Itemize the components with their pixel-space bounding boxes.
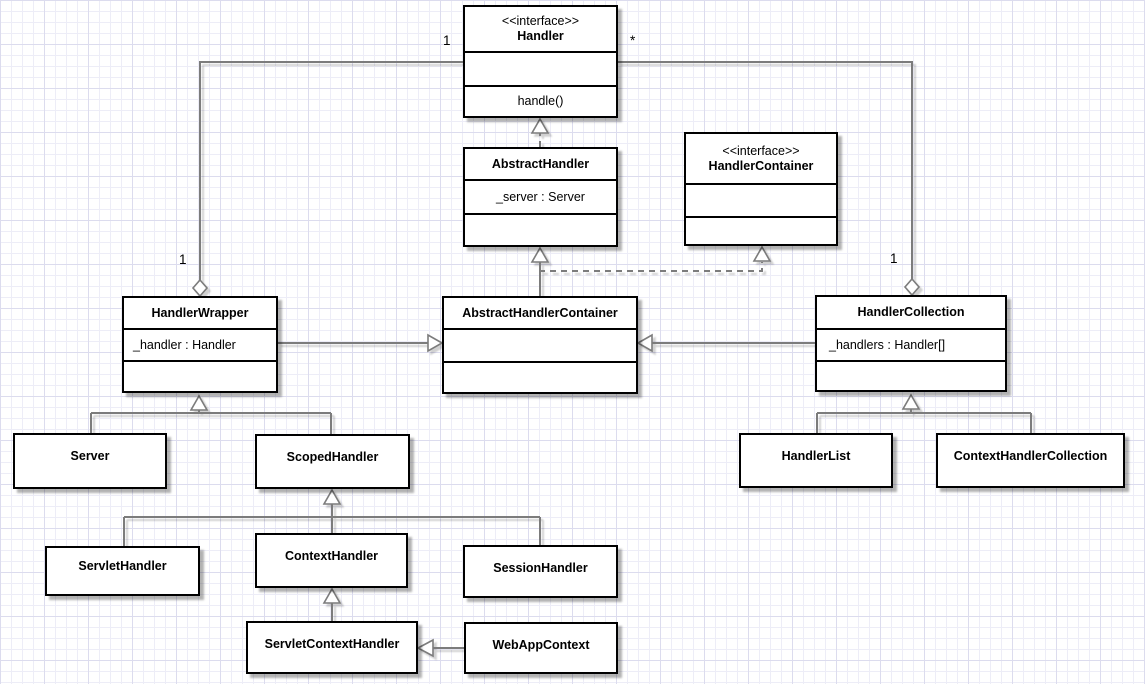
class-box-contexthandler[interactable]: ContextHandler (255, 533, 408, 588)
edge-realization-abstracthandler-handler[interactable] (530, 117, 550, 147)
class-title-compartment: WebAppContext (466, 624, 616, 672)
edge-realization-abstracthandlercontainer-handlercontainer[interactable] (539, 245, 772, 294)
class-methods-compartment (817, 360, 1005, 390)
class-name: ContextHandler (284, 549, 379, 563)
edge-generalization-handlerlist-chc-to-handlercollection[interactable] (816, 393, 1032, 433)
class-box-server[interactable]: Server (13, 433, 167, 489)
class-name: AbstractHandler (491, 156, 590, 171)
class-box-servlethandler[interactable]: ServletHandler (45, 546, 200, 596)
class-box-handlercontainer[interactable]: <<interface>> HandlerContainer (684, 132, 838, 246)
class-title-compartment: ServletContextHandler (248, 623, 416, 672)
edge-generalization-children-to-scopedhandler[interactable] (123, 488, 541, 546)
aggregation-diamond-icon (191, 278, 209, 298)
class-title-compartment: HandlerWrapper (124, 298, 276, 328)
class-title-compartment: <<interface>> Handler (465, 7, 616, 51)
class-name: ContextHandlerCollection (953, 449, 1108, 463)
class-attribute: _handlers : Handler[] (829, 337, 946, 352)
generalization-triangle-icon (322, 488, 342, 505)
class-name: AbstractHandlerContainer (462, 305, 618, 320)
class-box-handlerlist[interactable]: HandlerList (739, 433, 893, 488)
class-title-compartment: Server (15, 435, 165, 487)
class-methods-compartment: handle() (465, 85, 616, 116)
edge-generalization-server-scopedhandler-to-handlerwrapper[interactable] (90, 394, 332, 434)
class-box-servletcontexthandler[interactable]: ServletContextHandler (246, 621, 418, 674)
class-title-compartment: AbstractHandler (465, 149, 616, 179)
class-box-handlercollection[interactable]: HandlerCollection _handlers : Handler[] (815, 295, 1007, 392)
class-name: WebAppContext (492, 638, 590, 652)
class-name: ServletHandler (78, 559, 167, 573)
generalization-triangle-icon (189, 394, 209, 411)
class-name: ServletContextHandler (264, 637, 400, 651)
generalization-triangle-icon (636, 333, 653, 353)
class-name: HandlerWrapper (151, 305, 249, 320)
class-attributes-compartment (465, 51, 616, 85)
class-box-scopedhandler[interactable]: ScopedHandler (255, 434, 410, 489)
class-name: Server (70, 449, 110, 463)
generalization-triangle-icon (427, 333, 444, 353)
class-title-compartment: ScopedHandler (257, 436, 408, 487)
class-title-compartment: AbstractHandlerContainer (444, 298, 636, 328)
multiplicity-label-handler-left: 1 (443, 33, 451, 48)
class-box-webappcontext[interactable]: WebAppContext (464, 622, 618, 674)
class-name: HandlerCollection (857, 305, 965, 319)
edge-generalization-servletcontexthandler-contexthandler[interactable] (322, 587, 342, 621)
class-box-contexthandlercollection[interactable]: ContextHandlerCollection (936, 433, 1125, 488)
edge-generalization-abstracthandlercontainer-abstracthandler[interactable] (530, 246, 550, 296)
class-attribute: _handler : Handler (133, 337, 236, 352)
class-title-compartment: <<interface>> HandlerContainer (686, 134, 836, 183)
class-stereotype: <<interface>> (501, 14, 580, 28)
generalization-triangle-icon (752, 245, 772, 262)
class-box-abstracthandlercontainer[interactable]: AbstractHandlerContainer (442, 296, 638, 394)
class-attributes-compartment: _handlers : Handler[] (817, 328, 1005, 360)
class-title-compartment: ContextHandlerCollection (938, 435, 1123, 486)
class-title-compartment: SessionHandler (465, 547, 616, 596)
class-attributes-compartment: _handler : Handler (124, 328, 276, 360)
edge-aggregation-handlerwrapper-handler[interactable] (191, 61, 463, 298)
generalization-triangle-icon (530, 117, 550, 134)
generalization-triangle-icon (322, 587, 342, 604)
class-stereotype: <<interface>> (722, 143, 800, 158)
generalization-triangle-icon (530, 246, 550, 263)
class-box-handlerwrapper[interactable]: HandlerWrapper _handler : Handler (122, 296, 278, 393)
class-title-compartment: ContextHandler (257, 535, 406, 586)
class-box-sessionhandler[interactable]: SessionHandler (463, 545, 618, 598)
class-attributes-compartment (444, 328, 636, 361)
class-attributes-compartment (686, 183, 836, 216)
class-name: Handler (517, 29, 564, 43)
class-name: SessionHandler (493, 561, 588, 575)
class-title-compartment: HandlerCollection (817, 297, 1005, 328)
multiplicity-label-handlercollection-diamond: 1 (890, 251, 898, 266)
edge-generalization-handlercollection-abstracthandlercontainer[interactable] (636, 333, 815, 353)
class-methods-compartment (465, 213, 616, 245)
class-methods-compartment (444, 361, 636, 392)
edge-generalization-webappcontext-servletcontexthandler[interactable] (416, 638, 464, 658)
class-name: HandlerList (781, 449, 851, 463)
class-box-abstracthandler[interactable]: AbstractHandler _server : Server (463, 147, 618, 247)
class-box-handler[interactable]: <<interface>> Handler handle() (463, 5, 618, 118)
class-title-compartment: ServletHandler (47, 548, 198, 594)
class-methods-compartment (686, 216, 836, 244)
class-methods-compartment (124, 360, 276, 391)
multiplicity-label-handler-right: * (630, 33, 636, 48)
generalization-triangle-icon (901, 393, 921, 410)
class-name: ScopedHandler (286, 450, 379, 464)
aggregation-diamond-icon (903, 277, 921, 297)
class-attributes-compartment: _server : Server (465, 179, 616, 213)
edge-aggregation-handlercollection-handler[interactable] (618, 61, 921, 297)
class-title-compartment: HandlerList (741, 435, 891, 486)
edge-generalization-handlerwrapper-abstracthandlercontainer[interactable] (278, 333, 444, 353)
multiplicity-label-handlerwrapper-diamond: 1 (179, 252, 187, 267)
generalization-triangle-icon (416, 638, 434, 658)
class-name: HandlerContainer (708, 158, 814, 173)
class-method: handle() (517, 94, 564, 108)
class-attribute: _server : Server (496, 189, 585, 204)
